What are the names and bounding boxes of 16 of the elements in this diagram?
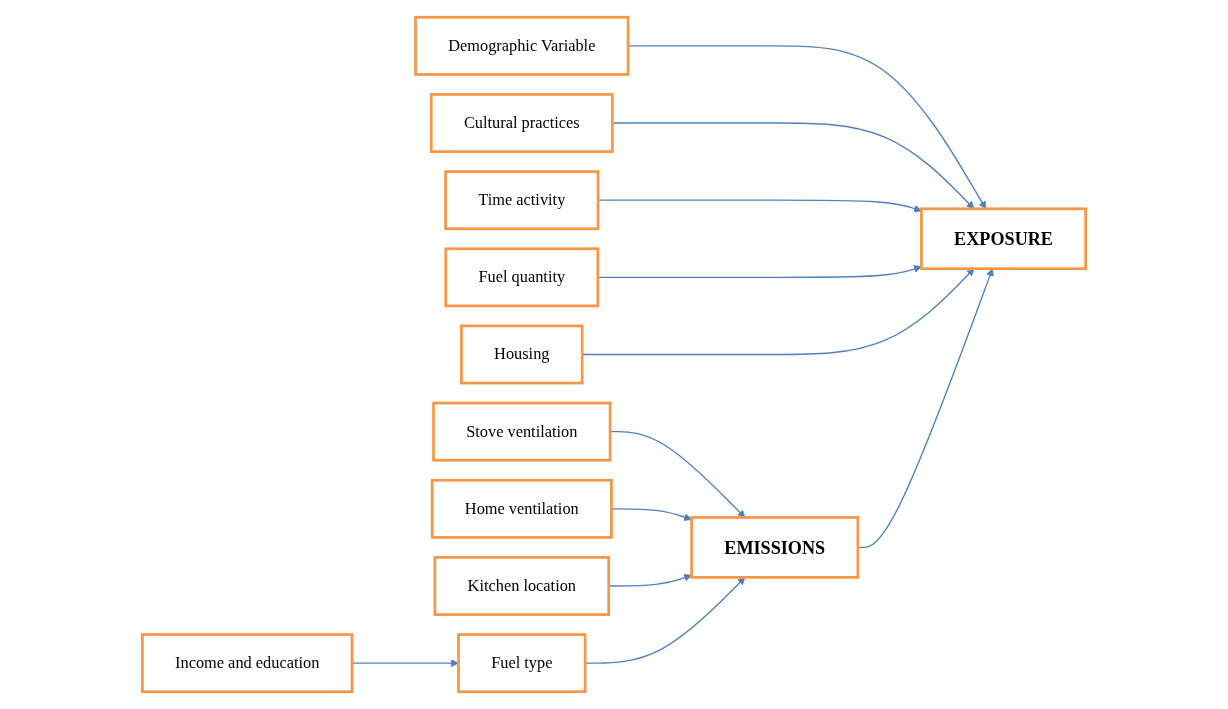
node-box: Fuel type	[457, 633, 587, 694]
arrow	[857, 268, 994, 549]
node-box: Time activity	[444, 170, 600, 231]
node-box: Cultural practices	[429, 93, 614, 153]
node-box: EMISSIONS	[690, 516, 860, 579]
node-box: EXPOSURE	[920, 207, 1087, 271]
arrow	[597, 199, 922, 213]
node-box: Fuel quantity	[444, 247, 600, 308]
node-box: Demographic Variable	[414, 15, 630, 76]
node-box: Stove ventilation	[432, 401, 612, 462]
node-box: Kitchen location	[433, 556, 611, 616]
node-box: Home ventilation	[430, 478, 613, 539]
arrow	[597, 265, 922, 278]
node-box: Housing	[460, 324, 584, 385]
arrow	[608, 573, 692, 587]
node-box: Income and education	[141, 633, 354, 694]
